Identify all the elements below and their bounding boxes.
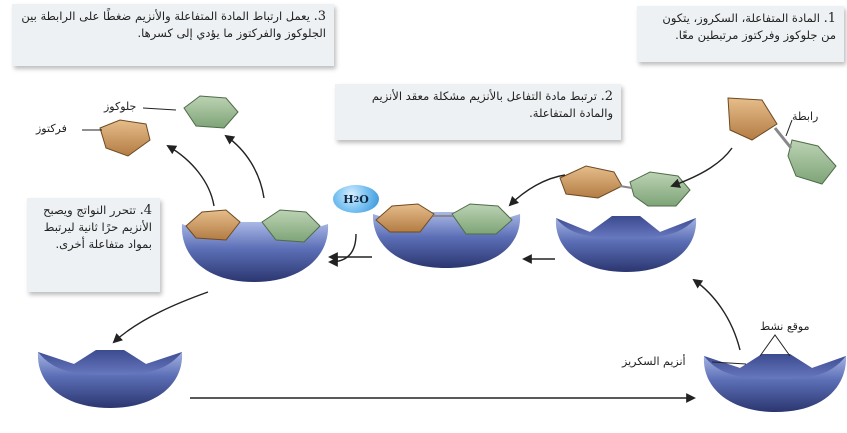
arrow-left-to-bottomleft [112,291,209,344]
step-3-text: يعمل ارتباط المادة المتفاعلة والأنزيم ضغ… [21,9,326,40]
fructose-shape [559,165,623,199]
step-3-box: 3. يعمل ارتباط المادة المتفاعلة والأنزيم… [12,4,334,66]
enzyme-bowl-topright [555,216,697,272]
step-4-text: تتحرر النواتج ويصبح الأنزيم حرًا ثانية ل… [43,203,152,251]
step-2-text: ترتبط مادة التفاعل بالأنزيم مشكلة معقد ا… [371,89,613,120]
water-sub: 2 [353,194,360,204]
arrow-enter [508,174,566,207]
water-o: O [359,192,369,206]
label-glucose: جلوكوز [104,100,137,113]
label-fructose: فركتوز [36,122,67,135]
step-4-box: 4. تتحرر النواتج ويصبح الأنزيم حرًا ثاني… [27,198,160,292]
fructose-shape [375,203,435,233]
step-3-number: 3. [313,9,326,24]
leader-line [142,107,177,111]
arrow-water [328,233,357,267]
water-h: H [343,192,354,206]
arrow-release-glucose [224,134,265,199]
step-2-number: 2. [600,89,613,104]
label-bond: رابطة [792,110,819,123]
glucose-shape [629,171,691,207]
glucose-shape [787,139,837,185]
fructose-shape [727,97,778,141]
leader-line [785,119,793,137]
arrow-bond-to-enzyme [670,147,733,188]
label-enzyme: أنزيم السكريز [622,355,686,368]
active-site-leader [759,334,791,357]
glucose-shape [183,95,239,129]
enzyme-bowl-bottomright [703,354,847,412]
fructose-shape [185,209,241,241]
glucose-shape [261,209,321,243]
fructose-shape [99,119,151,157]
step-4-number: 4. [139,203,152,218]
step-1-number: 1. [823,11,836,26]
step-1-text: المادة المتفاعلة، السكروز، يتكون من جلوك… [662,11,836,42]
step-2-box: 2. ترتبط مادة التفاعل بالأنزيم مشكلة معق… [335,84,621,140]
arrow-bottomright-up [692,278,741,351]
enzyme-bowl-bottomleft [37,350,183,408]
leader-line [711,361,747,365]
step-1-box: 1. المادة المتفاعلة، السكروز، يتكون من ج… [637,6,844,62]
glucose-shape [451,203,513,235]
arrow-release-fructose [166,145,215,207]
label-active-site: موقع نشط [760,320,810,333]
bond-line [773,127,793,149]
bond-line [619,185,633,189]
